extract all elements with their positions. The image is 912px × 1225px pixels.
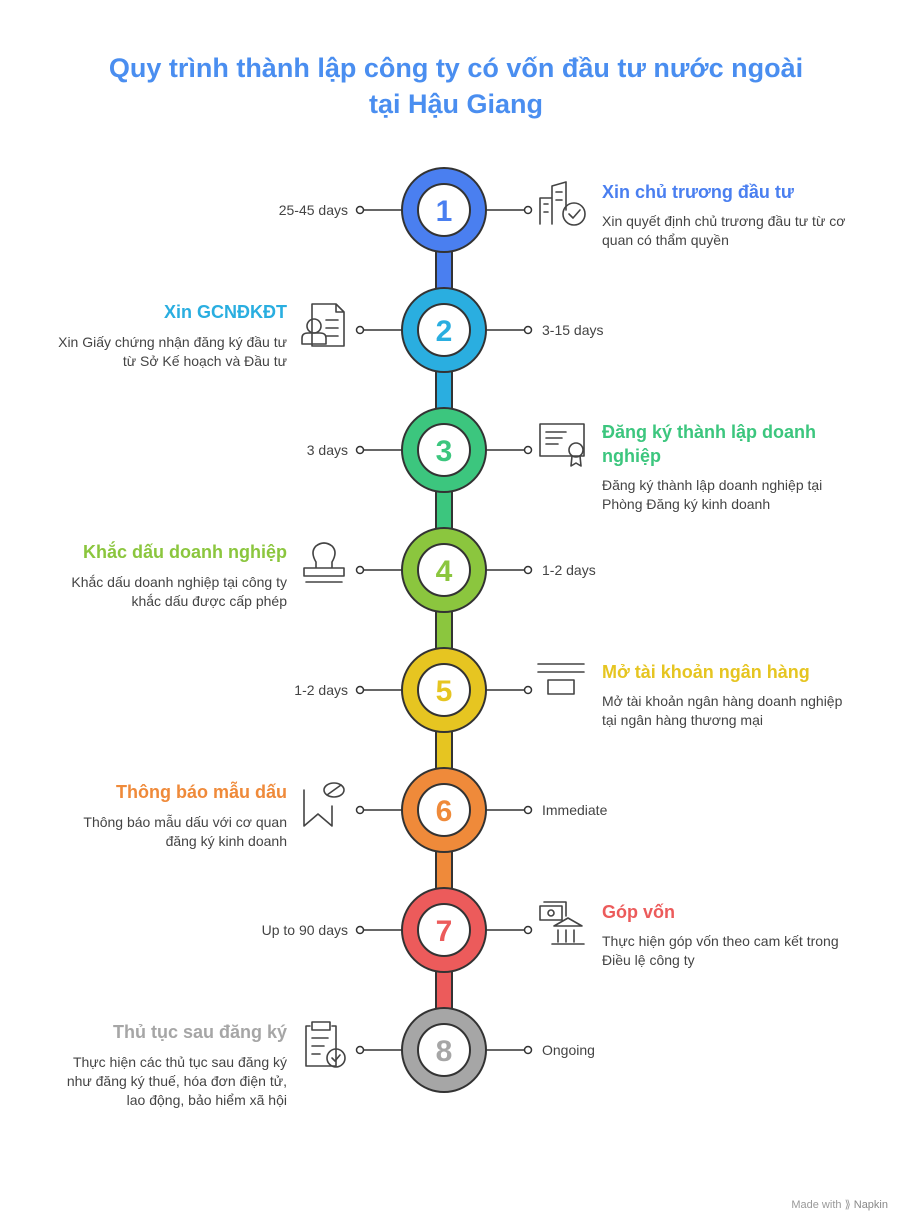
buildings-check-icon xyxy=(539,181,586,226)
step-circle-inner xyxy=(417,663,471,717)
step-duration: 3 days xyxy=(306,442,348,458)
stamp-icon xyxy=(303,542,345,583)
connector-dot xyxy=(523,685,533,695)
connector-dot xyxy=(523,805,533,815)
connector-dot xyxy=(355,205,365,215)
step-number: 7 xyxy=(436,915,453,948)
step-description: Thông báo mẫu dấu với cơ quan đăng ký ki… xyxy=(83,814,287,849)
connector-dot xyxy=(355,685,365,695)
step-number: 4 xyxy=(436,555,453,588)
step-description: Xin quyết định chủ trương đầu tư từ cơ q… xyxy=(602,213,846,248)
step-description: Thực hiện các thủ tục sau đăng ký như đă… xyxy=(66,1054,287,1108)
money-bank-icon xyxy=(539,901,585,945)
step-circle-inner xyxy=(417,423,471,477)
step-description: Mở tài khoản ngân hàng doanh nghiệp tại … xyxy=(602,693,843,728)
connector-dot xyxy=(355,1045,365,1055)
connector-dot xyxy=(523,445,533,455)
bookmark-seal-icon xyxy=(303,782,345,827)
step-number: 6 xyxy=(436,795,453,828)
connector-dot xyxy=(523,565,533,575)
step-description: Xin Giấy chứng nhận đăng ký đầu tư từ Sở… xyxy=(58,334,287,369)
step-number: 5 xyxy=(436,675,453,708)
step-circle-inner xyxy=(417,303,471,357)
step-number: 8 xyxy=(436,1035,453,1068)
step-title: Góp vốn xyxy=(602,902,675,922)
napkin-icon: ⟫ xyxy=(844,1199,851,1211)
step-duration: 25-45 days xyxy=(278,202,348,218)
step-description: Thực hiện góp vốn theo cam kết trong Điề… xyxy=(602,933,839,968)
step-circle-inner xyxy=(417,543,471,597)
step-circle-inner xyxy=(417,183,471,237)
connector-dot xyxy=(523,1045,533,1055)
connector-dot xyxy=(355,925,365,935)
step-title: Xin chủ trương đầu tư xyxy=(602,182,794,202)
step-duration: 3-15 days xyxy=(542,322,604,338)
footer-prefix: Made with xyxy=(791,1199,842,1211)
connector-dot xyxy=(523,205,533,215)
title-line-1: Quy trình thành lập công ty có vốn đầu t… xyxy=(108,53,804,83)
step-duration: Up to 90 days xyxy=(261,922,348,938)
step-duration: 1-2 days xyxy=(294,682,348,698)
step-title: Mở tài khoản ngân hàng xyxy=(602,662,810,682)
certificate-badge-icon xyxy=(539,423,585,467)
connector-dot xyxy=(355,445,365,455)
bank-card-icon xyxy=(537,663,585,695)
step-title: Khắc dấu doanh nghiệp xyxy=(82,542,287,562)
step-number: 1 xyxy=(436,195,453,228)
step-circle-inner xyxy=(417,783,471,837)
connector-dot xyxy=(355,565,365,575)
step-number: 2 xyxy=(436,315,453,348)
connector-dot xyxy=(355,805,365,815)
footer-brand: Napkin xyxy=(853,1199,888,1211)
connector-dot xyxy=(355,325,365,335)
step-title: Xin GCNĐKĐT xyxy=(164,302,287,322)
connector-dot xyxy=(523,325,533,335)
step-circle-inner xyxy=(417,903,471,957)
title-line-2: tại Hậu Giang xyxy=(368,89,544,119)
step-description: Khắc dấu doanh nghiệp tại công ty khắc d… xyxy=(71,574,287,609)
clipboard-check-icon xyxy=(305,1021,346,1068)
step-circle-inner xyxy=(417,1023,471,1077)
step-number: 3 xyxy=(436,435,453,468)
step-duration: 1-2 days xyxy=(542,562,596,578)
certificate-person-icon xyxy=(301,303,345,347)
step-title: Thủ tục sau đăng ký xyxy=(112,1022,287,1042)
step-duration: Immediate xyxy=(542,802,608,818)
step-duration: Ongoing xyxy=(542,1042,595,1058)
step-title: Thông báo mẫu dấu xyxy=(116,782,287,802)
footer-credit: Made with ⟫ Napkin xyxy=(791,1198,888,1211)
page-title: Quy trình thành lập công ty có vốn đầu t… xyxy=(0,50,912,122)
connector-dot xyxy=(523,925,533,935)
step-title: Đăng ký thành lập doanh nghiệp xyxy=(602,422,817,466)
step-description: Đăng ký thành lập doanh nghiệp tại Phòng… xyxy=(602,477,823,512)
